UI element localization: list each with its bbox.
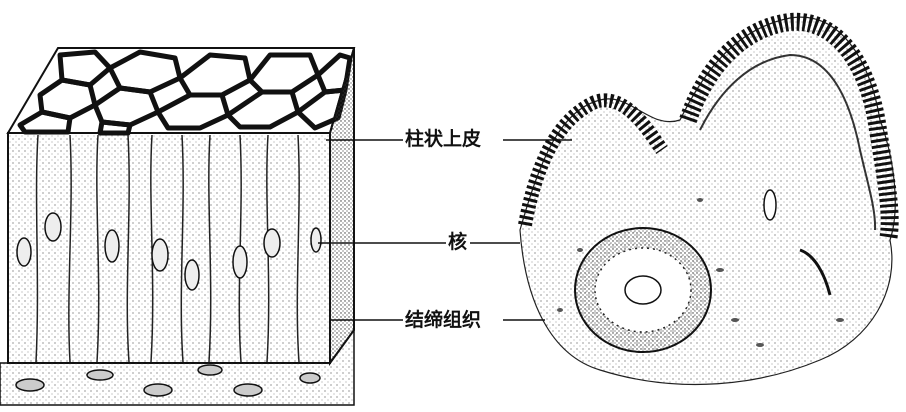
- nucleus-icon: [264, 229, 280, 257]
- label-nucleus: 核: [446, 231, 469, 253]
- epithelium-section-diagram: [520, 17, 895, 384]
- nucleus-icon: [105, 230, 119, 262]
- nucleus-icon: [185, 260, 199, 290]
- nucleus-icon: [45, 213, 61, 241]
- section-stroma: [520, 17, 895, 384]
- nucleus-icon: [152, 239, 168, 271]
- nucleus-icon: [311, 228, 321, 252]
- block-front-face: [8, 133, 330, 363]
- gland-cross-section: [575, 228, 711, 352]
- label-columnar-epithelium: 柱状上皮: [403, 128, 483, 150]
- epithelium-block-diagram: [0, 48, 354, 405]
- nucleus-icon: [17, 238, 31, 266]
- nucleus-icon: [233, 246, 247, 278]
- label-connective-tissue: 结缔组织: [403, 309, 483, 331]
